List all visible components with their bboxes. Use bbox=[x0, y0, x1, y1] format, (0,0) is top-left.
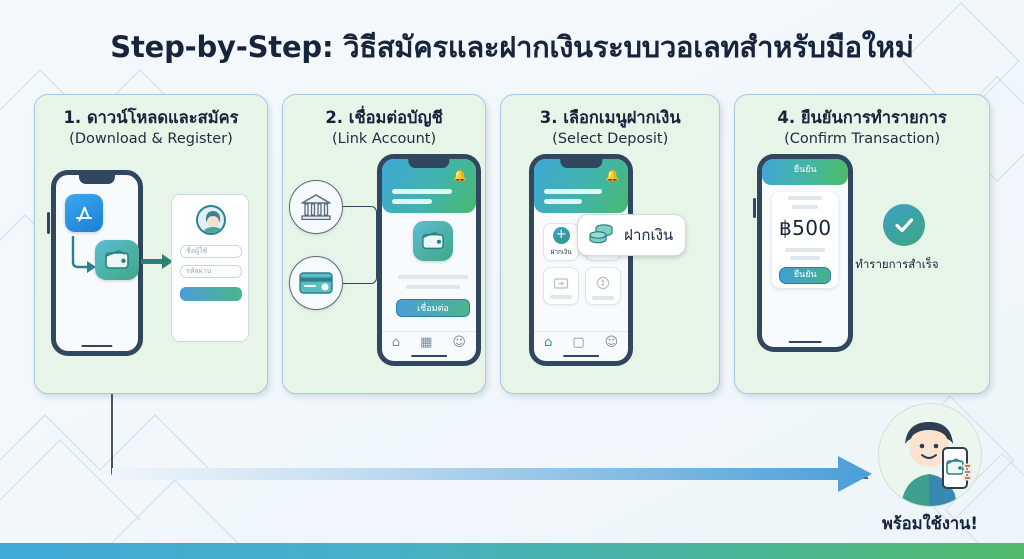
step-3-title-en: (Select Deposit) bbox=[552, 130, 669, 147]
step-card-4[interactable]: 4. ยืนยันการทำรายการ (Confirm Transactio… bbox=[734, 94, 991, 394]
step-3-title-th: 3. เลือกเมนูฝากเงิน bbox=[539, 108, 681, 127]
confirm-card: ฿500 ยืนยัน bbox=[772, 192, 839, 289]
phone-notch bbox=[408, 159, 450, 169]
username-field[interactable]: ชื่อผู้ใช้ bbox=[180, 245, 242, 259]
home-icon[interactable]: ⌂ bbox=[544, 335, 553, 351]
step-3-header: 3. เลือกเมนูฝากเงิน (Select Deposit) bbox=[501, 95, 719, 148]
phone-side-button bbox=[753, 198, 756, 219]
phone-home-indicator bbox=[81, 344, 113, 348]
deposit-callout: ฝากเงิน bbox=[577, 214, 687, 257]
step-2-phone: 🔔 เชื่อมต่อ ⌂ ▦ ☺ bbox=[376, 154, 481, 367]
ready-block: พร้อมใช้งาน! bbox=[860, 403, 1000, 537]
menu-tile-3[interactable] bbox=[543, 267, 580, 306]
coins-icon bbox=[589, 224, 613, 244]
credit-card-icon bbox=[288, 256, 343, 311]
phone-bottom-nav[interactable]: ⌂ ▢ ☺ bbox=[534, 331, 629, 353]
phone-home-indicator bbox=[411, 354, 447, 358]
plus-circle-icon: + bbox=[552, 227, 570, 245]
steps-container: 1. ดาวน์โหลดและสมัคร (Download & Registe… bbox=[34, 94, 991, 394]
phone-home-indicator bbox=[788, 340, 822, 344]
step-card-3[interactable]: 3. เลือกเมนูฝากเงิน (Select Deposit) 🔔 +… bbox=[500, 94, 721, 394]
footer-accent-bar bbox=[0, 543, 1024, 559]
bank-icon bbox=[288, 180, 343, 235]
step-card-1[interactable]: 1. ดาวน์โหลดและสมัคร (Download & Registe… bbox=[34, 94, 268, 394]
person-icon[interactable]: ☺ bbox=[452, 335, 466, 351]
app-store-glyph bbox=[76, 207, 92, 223]
bank-glyph bbox=[301, 194, 331, 221]
confirm-header: ยืนยัน bbox=[762, 159, 849, 186]
home-icon[interactable]: ⌂ bbox=[391, 335, 401, 351]
amount-value: ฿500 bbox=[779, 216, 832, 241]
step-2-header: 2. เชื่อมต่อบัญชี (Link Account) bbox=[283, 95, 485, 148]
wallet-icon bbox=[412, 221, 453, 262]
credit-card-glyph bbox=[299, 272, 333, 295]
deposit-callout-label: ฝากเงิน bbox=[624, 226, 674, 245]
wallet-icon[interactable]: ▢ bbox=[572, 335, 585, 351]
step-4-title-th: 4. ยืนยันการทำรายการ bbox=[777, 108, 947, 127]
avatar bbox=[196, 205, 226, 236]
menu-tile-4[interactable] bbox=[585, 267, 622, 306]
step-3-phone: 🔔 + ฝากเงิน bbox=[529, 154, 634, 367]
password-field[interactable]: รหัสผ่าน bbox=[180, 265, 242, 279]
check-glyph bbox=[895, 218, 914, 233]
coin-icon bbox=[596, 277, 610, 290]
step-2-illustration: 🔔 เชื่อมต่อ ⌂ ▦ ☺ bbox=[283, 152, 485, 374]
wallet-icon bbox=[95, 240, 139, 281]
phone-side-button bbox=[47, 212, 50, 235]
wallet-glyph bbox=[422, 232, 444, 250]
page-title: Step-by-Step: วิธีสมัครและฝากเงินระบบวอเ… bbox=[110, 30, 914, 64]
registration-form[interactable]: ชื่อผู้ใช้ รหัสผ่าน bbox=[171, 194, 249, 343]
deposit-tile[interactable]: + ฝากเงิน bbox=[543, 223, 580, 262]
wallet-glyph bbox=[105, 250, 129, 270]
step-1-illustration: ชื่อผู้ใช้ รหัสผ่าน bbox=[35, 152, 267, 374]
step-1-header: 1. ดาวน์โหลดและสมัคร (Download & Registe… bbox=[35, 95, 267, 148]
phone-bottom-nav[interactable]: ⌂ ▦ ☺ bbox=[381, 331, 476, 353]
connect-button[interactable]: เชื่อมต่อ bbox=[395, 299, 470, 318]
bell-icon: 🔔 bbox=[453, 169, 467, 183]
step-4-phone: ยืนยัน ฿500 ยืนยัน bbox=[757, 154, 854, 353]
bell-icon: 🔔 bbox=[605, 169, 620, 183]
arrow-right-icon bbox=[141, 254, 173, 270]
app-store-icon bbox=[65, 194, 103, 233]
person-icon[interactable]: ☺ bbox=[604, 335, 619, 351]
step-1-title-th: 1. ดาวน์โหลดและสมัคร bbox=[63, 108, 239, 127]
step-1-title-en: (Download & Register) bbox=[69, 130, 233, 147]
register-submit-button[interactable] bbox=[180, 287, 242, 302]
phone-notch bbox=[560, 159, 602, 169]
grid-icon[interactable]: ▦ bbox=[420, 335, 433, 351]
person-avatar bbox=[878, 403, 982, 507]
check-circle-icon bbox=[883, 204, 926, 247]
step-4-header: 4. ยืนยันการทำรายการ (Confirm Transactio… bbox=[735, 95, 989, 148]
person-with-phone-icon bbox=[901, 422, 973, 506]
connector-line-card bbox=[338, 244, 377, 285]
transfer-icon bbox=[554, 278, 569, 290]
step-card-2[interactable]: 2. เชื่อมต่อบัญชี (Link Account) bbox=[281, 94, 487, 394]
step-4-title-en: (Confirm Transaction) bbox=[784, 130, 941, 147]
confirm-button[interactable]: ยืนยัน bbox=[779, 267, 832, 285]
phone-notch bbox=[78, 175, 116, 185]
ready-label: พร้อมใช้งาน! bbox=[882, 514, 978, 533]
step-3-illustration: 🔔 + ฝากเงิน bbox=[501, 152, 719, 374]
step-2-title-en: (Link Account) bbox=[331, 130, 437, 147]
deposit-tile-label: ฝากเงิน bbox=[550, 248, 572, 257]
step-2-title-th: 2. เชื่อมต่อบัญชี bbox=[325, 108, 443, 127]
connector-line-bank bbox=[338, 206, 377, 245]
step-4-illustration: ยืนยัน ฿500 ยืนยัน ทำรายการสำเร็จ bbox=[735, 152, 989, 374]
phone-home-indicator bbox=[563, 354, 600, 358]
success-label: ทำรายการสำเร็จ bbox=[855, 257, 939, 272]
